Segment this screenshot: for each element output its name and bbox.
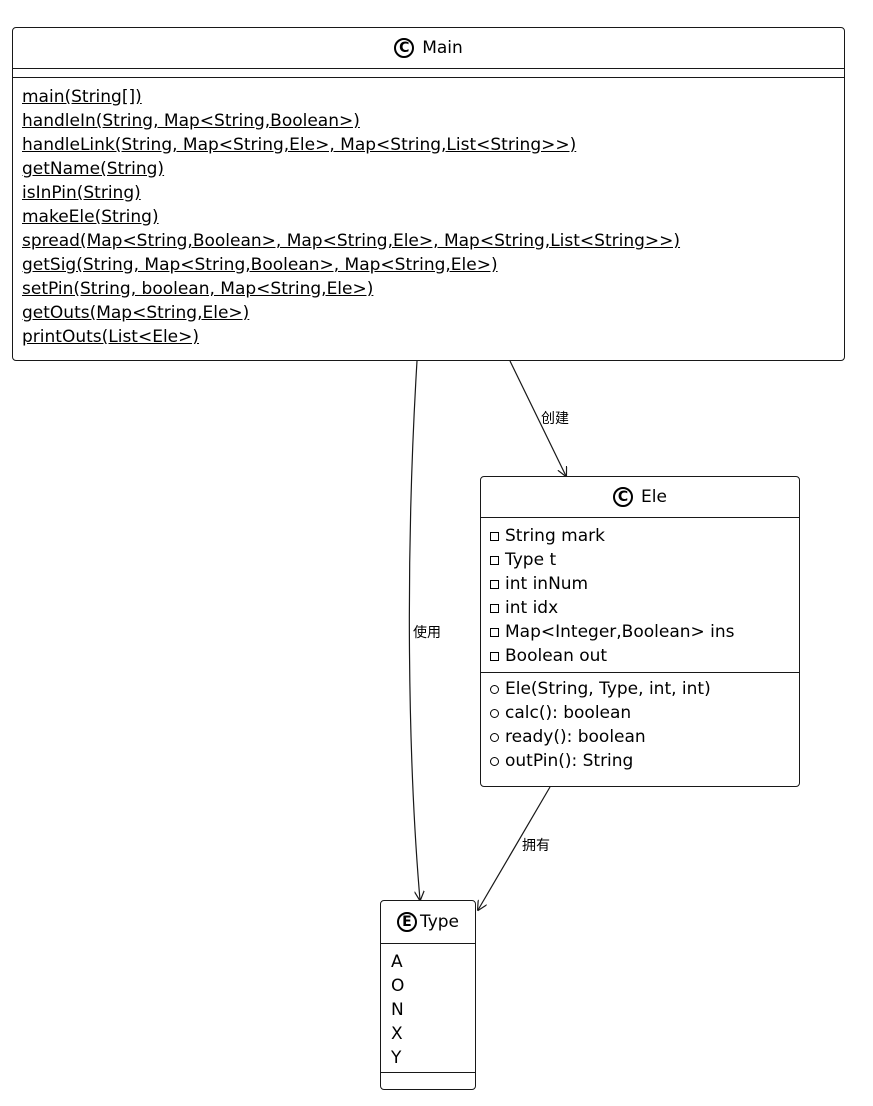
class-main-header: C Main: [13, 28, 844, 68]
field-row: String mark: [490, 524, 790, 548]
field-row: Map<Integer,Boolean> ins: [490, 620, 790, 644]
method-row: outPin(): String: [490, 749, 790, 773]
edge-ele-type: [478, 786, 551, 910]
class-ele-header: C Ele: [481, 477, 799, 517]
method-row: Ele(String, Type, int, int): [490, 677, 790, 701]
field-text: int inNum: [505, 574, 589, 594]
field-text: Type t: [505, 550, 557, 570]
divider: [481, 517, 799, 518]
class-ele-name: Ele: [641, 487, 667, 507]
field-row: Type t: [490, 548, 790, 572]
method-row: handleLink(String, Map<String,Ele>, Map<…: [22, 135, 577, 155]
divider: [13, 77, 844, 78]
private-visibility-icon: [490, 603, 499, 613]
public-visibility-icon: [490, 708, 499, 718]
divider: [381, 943, 475, 944]
method-row: isInPin(String): [22, 183, 141, 203]
method-row: getSig(String, Map<String,Boolean>, Map<…: [22, 255, 498, 275]
enum-type: E Type A O N X Y: [380, 900, 476, 1090]
field-text: Boolean out: [505, 646, 608, 666]
method-row: main(String[]): [22, 87, 142, 107]
divider: [13, 68, 844, 69]
class-main-fields: [13, 69, 844, 77]
edge-main-type: [408, 360, 420, 900]
enum-value: O: [391, 976, 405, 996]
field-text: int idx: [505, 598, 559, 618]
enum-value: N: [391, 1000, 404, 1020]
method-row: getOuts(Map<String,Ele>): [22, 303, 250, 323]
divider: [481, 672, 799, 673]
method-row: setPin(String, boolean, Map<String,Ele>): [22, 279, 374, 299]
class-main-name: Main: [422, 38, 463, 58]
method-row: calc(): boolean: [490, 701, 790, 725]
public-visibility-icon: [490, 684, 499, 694]
private-visibility-icon: [490, 651, 499, 661]
private-visibility-icon: [490, 579, 499, 589]
enum-stereotype-icon: E: [396, 912, 417, 932]
divider: [381, 1072, 475, 1073]
class-stereotype-icon: C: [613, 487, 634, 507]
private-visibility-icon: [490, 531, 499, 541]
method-row: getName(String): [22, 159, 165, 179]
private-visibility-icon: [490, 555, 499, 565]
enum-value: A: [391, 952, 403, 972]
class-main: C Main main(String[]) handleIn(String, M…: [12, 27, 845, 361]
field-text: Map<Integer,Boolean> ins: [505, 622, 735, 642]
field-row: int idx: [490, 596, 790, 620]
method-text: Ele(String, Type, int, int): [505, 679, 711, 699]
edge-label-create: 创建: [541, 411, 569, 427]
edge-label-use: 使用: [413, 624, 441, 641]
method-row: spread(Map<String,Boolean>, Map<String,E…: [22, 231, 681, 251]
private-visibility-icon: [490, 627, 499, 637]
method-row: printOuts(List<Ele>): [22, 327, 200, 347]
enum-type-header: E Type: [381, 901, 475, 943]
class-ele-methods: Ele(String, Type, int, int) calc(): bool…: [481, 673, 799, 779]
class-ele-fields: String mark Type t int inNum int idx Map…: [481, 518, 799, 672]
class-main-methods: main(String[]) handleIn(String, Map<Stri…: [13, 78, 844, 355]
field-text: String mark: [505, 526, 605, 546]
enum-values: A O N X Y: [381, 944, 475, 1072]
enum-value: X: [391, 1024, 403, 1044]
class-ele: C Ele String mark Type t int inNum int i…: [480, 476, 800, 787]
field-row: Boolean out: [490, 644, 790, 668]
public-visibility-icon: [490, 756, 499, 766]
enum-type-name: Type: [419, 912, 460, 932]
method-text: outPin(): String: [505, 751, 634, 771]
method-row: handleIn(String, Map<String,Boolean>): [22, 111, 360, 131]
method-text: calc(): boolean: [505, 703, 632, 723]
edge-label-own: 拥有: [522, 838, 550, 854]
method-text: ready(): boolean: [505, 727, 646, 747]
public-visibility-icon: [490, 732, 499, 742]
field-row: int inNum: [490, 572, 790, 596]
edge-main-ele: [509, 360, 566, 476]
enum-value: Y: [391, 1048, 402, 1068]
method-row: ready(): boolean: [490, 725, 790, 749]
method-row: makeEle(String): [22, 207, 159, 227]
class-stereotype-icon: C: [394, 38, 415, 58]
